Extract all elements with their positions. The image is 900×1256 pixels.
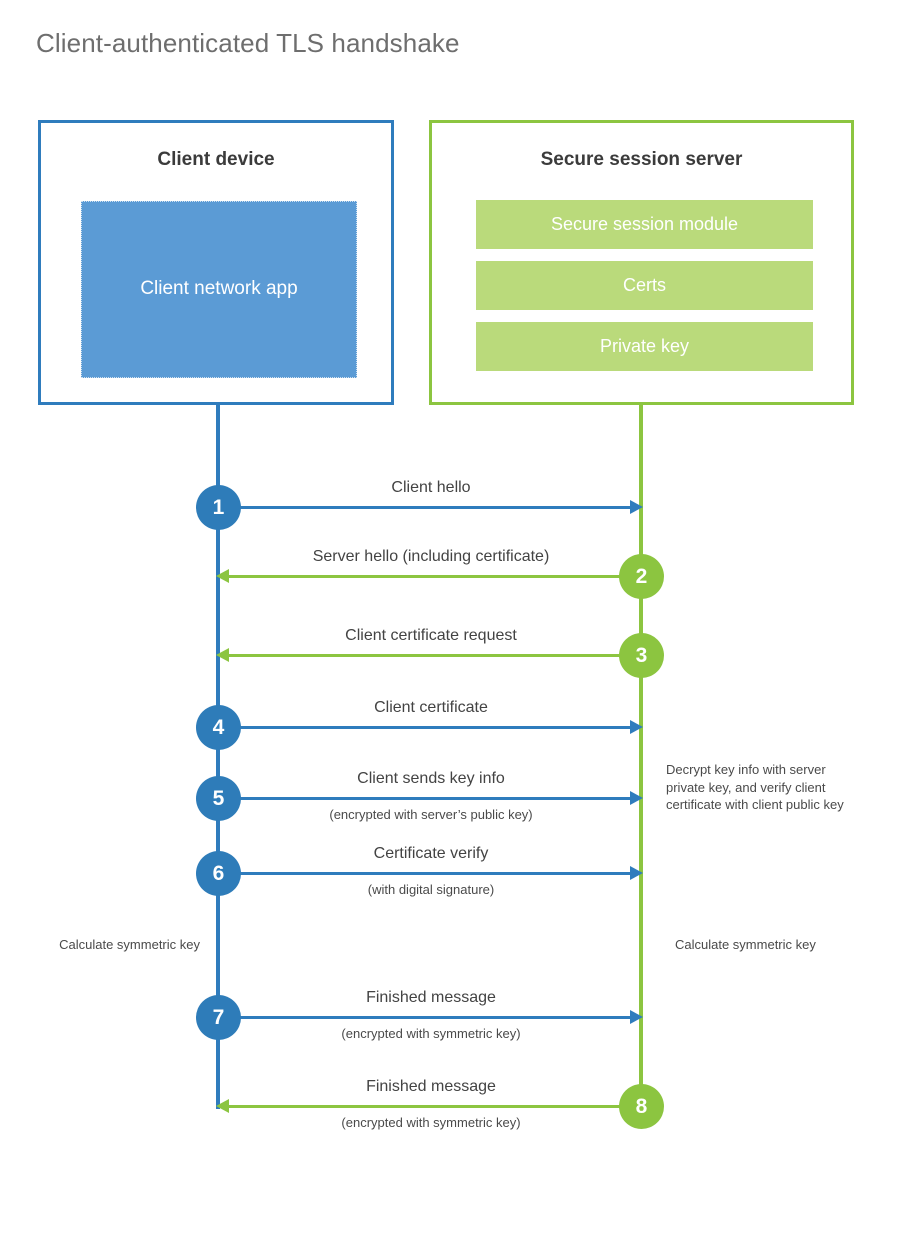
server-module-item: Secure session module (476, 200, 813, 249)
step-number-badge-5[interactable]: 5 (196, 776, 241, 821)
message-arrow-shaft (218, 726, 630, 729)
server-module-list: Secure session module Certs Private key (476, 200, 813, 371)
secure-session-server-title: Secure session server (540, 149, 743, 170)
message-label: Finished message (366, 989, 496, 1006)
note-decrypt-key-info: Decrypt key info with server private key… (666, 762, 844, 813)
secure-session-server-box: Secure session server Secure session mod… (429, 120, 854, 405)
message-arrow-shaft (218, 506, 630, 509)
message-label: Server hello (including certificate) (312, 548, 550, 565)
page-title: Client-authenticated TLS handshake (36, 28, 460, 58)
message-arrow-head (216, 569, 229, 583)
client-device-box: Client device Client network app (38, 120, 394, 405)
message-label: Client hello (391, 479, 471, 496)
message-arrow-head (630, 500, 643, 514)
step-number-badge-1[interactable]: 1 (196, 485, 241, 530)
client-device-title: Client device (157, 149, 275, 170)
message-sublabel: (with digital signature) (367, 882, 495, 897)
message-arrow-shaft (218, 797, 630, 800)
message-arrow-head (630, 720, 643, 734)
client-network-app-block: Client network app (81, 201, 357, 378)
message-arrow-head (630, 866, 643, 880)
note-calculate-symmetric-key-client: Calculate symmetric key (59, 937, 200, 952)
message-arrow-head (216, 1099, 229, 1113)
message-arrow-shaft (218, 1016, 630, 1019)
message-arrow-shaft (229, 1105, 641, 1108)
client-lifeline (216, 403, 220, 1109)
step-number-badge-7[interactable]: 7 (196, 995, 241, 1040)
message-sublabel: (encrypted with server’s public key) (329, 807, 533, 822)
note-calculate-symmetric-key-server: Calculate symmetric key (675, 937, 816, 952)
message-arrow-shaft (229, 575, 641, 578)
step-number-badge-4[interactable]: 4 (196, 705, 241, 750)
message-sublabel: (encrypted with symmetric key) (341, 1026, 521, 1041)
message-arrow-head (630, 1010, 643, 1024)
server-module-item: Private key (476, 322, 813, 371)
step-number-badge-6[interactable]: 6 (196, 851, 241, 896)
message-arrow-head (216, 648, 229, 662)
step-number-badge-3[interactable]: 3 (619, 633, 664, 678)
message-label: Client certificate (374, 699, 488, 716)
message-sublabel: (encrypted with symmetric key) (341, 1115, 521, 1130)
message-label: Client certificate request (345, 627, 517, 644)
message-label: Finished message (366, 1078, 496, 1095)
message-label: Client sends key info (357, 770, 505, 787)
message-arrow-head (630, 791, 643, 805)
message-arrow-shaft (218, 872, 630, 875)
server-lifeline (639, 403, 643, 1106)
message-label: Certificate verify (373, 845, 489, 862)
message-arrow-shaft (229, 654, 641, 657)
step-number-badge-8[interactable]: 8 (619, 1084, 664, 1129)
server-module-item: Certs (476, 261, 813, 310)
step-number-badge-2[interactable]: 2 (619, 554, 664, 599)
